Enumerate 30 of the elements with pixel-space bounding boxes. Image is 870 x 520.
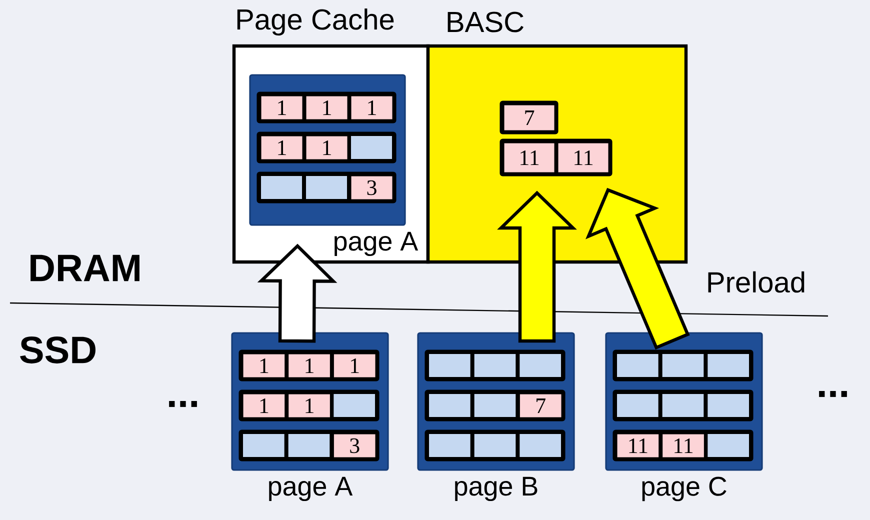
page-caption: page A: [334, 232, 418, 256]
record-slot: 1: [306, 136, 348, 160]
page-caption: page C: [642, 476, 726, 502]
record-slot: 1: [261, 136, 302, 160]
record-slot: 1: [243, 394, 285, 418]
record-slot: 1: [306, 96, 348, 120]
region-label: SSD: [20, 336, 96, 364]
region-label: DRAM: [30, 254, 140, 282]
record-slot: 3: [334, 434, 376, 458]
record-slot: 1: [288, 394, 330, 418]
record-slot: 11: [617, 434, 659, 458]
record-slot: 11: [558, 143, 608, 172]
record-slot: 11: [504, 143, 554, 172]
record-slot: 1: [261, 96, 302, 120]
record-slot: 7: [504, 105, 554, 130]
record-slot: 1: [351, 96, 392, 120]
record-slot: 1: [334, 354, 376, 378]
record-slot: 1: [288, 354, 330, 378]
node-label: Page Cache: [237, 8, 394, 36]
page-caption: page B: [455, 476, 538, 502]
record-slot: 1: [243, 354, 285, 378]
preload-label: Preload: [708, 271, 804, 293]
block-arrow: [497, 190, 577, 343]
record-slot: 3: [351, 176, 392, 200]
block-arrow: [257, 244, 338, 343]
ellipsis: ...: [819, 391, 847, 397]
node-label: BASC: [448, 12, 524, 32]
record-slot: 11: [662, 434, 704, 458]
page-caption: page A: [269, 476, 353, 502]
record-slot: 7: [520, 394, 562, 418]
